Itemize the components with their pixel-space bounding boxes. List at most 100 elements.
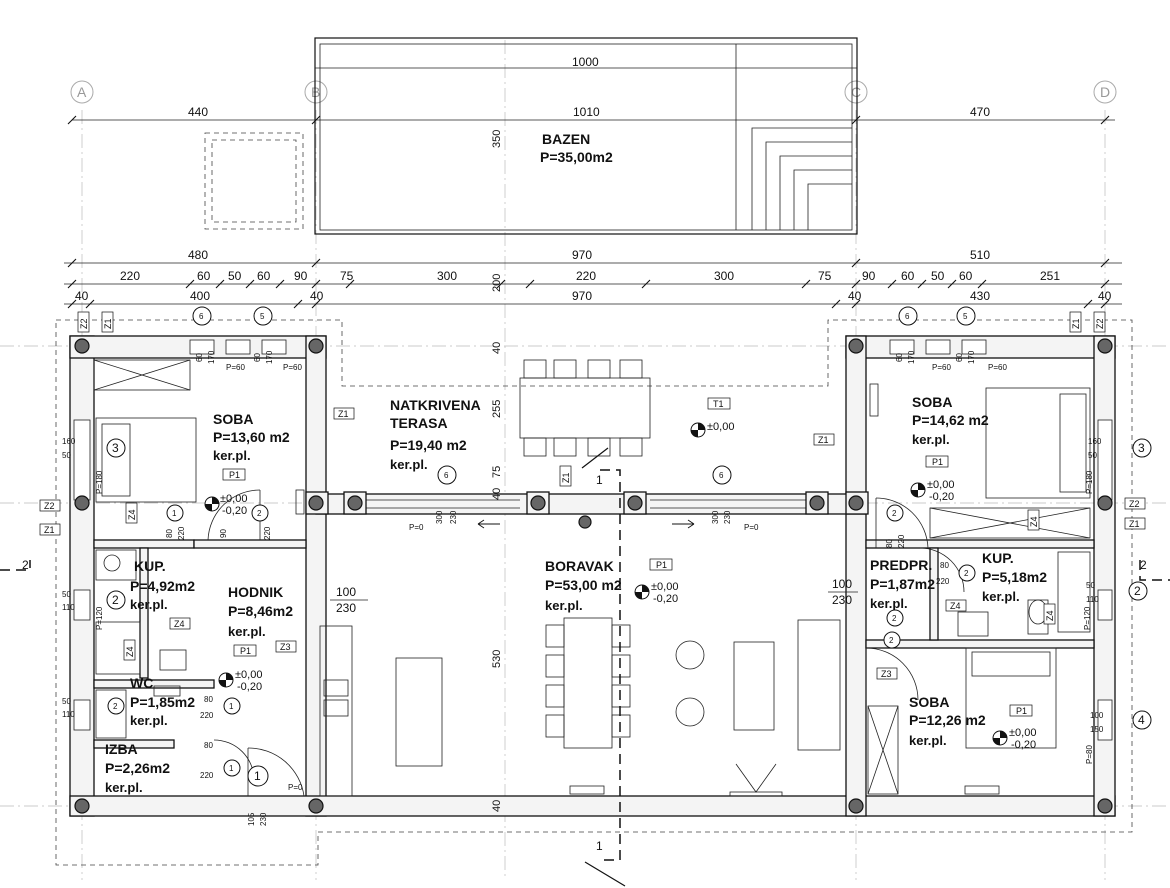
level-marker-soba-bottom: ±0,00 -0,20 <box>992 727 1036 751</box>
room-area-soba-right: P=14,62 m2 <box>912 412 989 428</box>
dimension-row-4: 40 400 40 970 40 430 40 <box>64 289 1122 305</box>
level-marker-soba-left: ±0,00 -0,20 <box>204 493 247 517</box>
level-sub-1: -0,20 <box>222 505 247 517</box>
room-name-soba-left: SOBA <box>213 411 253 427</box>
window-marks: 6 5 6 5 6 6 <box>192 306 976 485</box>
outdoor-dashed-inner <box>211 139 297 223</box>
dim-r3-0: 220 <box>120 269 140 283</box>
dim-r3-2: 50 <box>228 269 242 283</box>
dim-r3-5: 75 <box>340 269 354 283</box>
room-area-boravak: P=53,00 m2 <box>545 577 622 593</box>
sill-label-3: P=60 <box>932 363 951 372</box>
structural-grid <box>0 40 1170 880</box>
axis-d-label: D <box>1100 84 1110 100</box>
room-floor-soba-right: ker.pl. <box>912 432 950 447</box>
dim-r3-6: 300 <box>437 269 457 283</box>
dim-230a: 230 <box>336 601 356 615</box>
window-mark-w5b: 5 <box>260 312 265 321</box>
dim-160-right: 160 <box>1088 437 1102 446</box>
dim-v-60d: 60 <box>955 353 964 362</box>
tag-z3-b: Z3 <box>881 669 892 679</box>
door-arrows <box>477 519 695 529</box>
tag-z4-f: Z4 <box>1045 610 1055 621</box>
dim-v-255: 255 <box>491 400 503 418</box>
room-boravak: BORAVAK P=53,00 m2 ker.pl. P1 <box>545 558 673 613</box>
row-marker-2: 2 <box>1134 584 1141 598</box>
sill-label-8: P=0 <box>744 523 759 532</box>
dim-r3-13: 50 <box>931 269 945 283</box>
section-lines: 1 1 2 2 <box>0 447 1170 887</box>
dim-80-predpr: 80 <box>940 561 949 570</box>
room-wc: WC P=1,85m2 ker.pl. <box>130 675 195 728</box>
floor-badge-hodnik: P1 <box>240 646 251 656</box>
element-tags: Z1 Z2 Z1 Z4 Z4 Z3 Z4 Z3 Z1 Z2 Z1 Z4 Z4 Z… <box>39 311 1146 680</box>
level-markers: ±0,00 -0,20 ±0,00 -0,20 ±0,00 -0,20 ±0,0… <box>204 421 1036 751</box>
room-predpr: PREDPR. P=1,87m2 ker.pl. <box>870 557 935 611</box>
dim-r4-2: 40 <box>310 289 324 303</box>
dim-970: 970 <box>572 248 592 262</box>
dim-v-90: 90 <box>219 529 228 538</box>
outdoor-dashed-square <box>204 132 304 230</box>
window-mark-w5a: 6 <box>199 312 204 321</box>
room-area-hodnik: P=8,46m2 <box>228 603 293 619</box>
dim-r3-15: 251 <box>1040 269 1060 283</box>
axis-bubbles: A B C D <box>70 80 1117 104</box>
level-sub-2: -0,20 <box>237 681 262 693</box>
tag-z4-e: Z4 <box>950 601 961 611</box>
sill-label-1: P=60 <box>226 363 245 372</box>
dim-v-60a: 60 <box>195 353 204 362</box>
level-main-5: ±0,00 <box>1009 727 1036 739</box>
room-floor-kup-left: ker.pl. <box>130 597 168 612</box>
dim-r4-4: 40 <box>848 289 862 303</box>
row-marker-3-left: 3 <box>112 441 119 455</box>
room-area-soba-left: P=13,60 m2 <box>213 429 290 445</box>
level-sub-4: -0,20 <box>929 491 954 503</box>
dim-v-80-predpr2: 80 <box>885 539 894 548</box>
dim-80-wc: 80 <box>204 695 213 704</box>
windows <box>73 339 1113 741</box>
tag-z4-d: Z4 <box>1029 516 1039 527</box>
misc-dimensions: 40 255 75 40 530 40 60 170 60 170 60 170… <box>62 342 1104 826</box>
row-marker-2-left: 2 <box>112 593 119 607</box>
dim-80-izba: 80 <box>204 741 213 750</box>
sill-label-12: P=80 <box>1085 745 1094 764</box>
sill-label-9: P=0 <box>288 783 303 792</box>
level-sub-5: -0,20 <box>1011 739 1036 751</box>
floor-badge-boravak: P1 <box>656 560 667 570</box>
room-name-boravak: BORAVAK <box>545 558 614 574</box>
dim-110-wc-left: 110 <box>62 710 75 719</box>
dim-v-300b: 300 <box>711 510 720 524</box>
dim-v-170b: 170 <box>265 350 274 364</box>
dimension-row-3: 220 60 50 60 90 75 300 200 220 300 75 90… <box>64 269 1122 292</box>
door-mark-d8: 2 <box>964 569 969 578</box>
dim-r4-1: 400 <box>190 289 210 303</box>
dim-v-230-bottom: 230 <box>259 812 268 826</box>
section-mark-1-top: 1 <box>596 473 603 487</box>
dim-50-right: 50 <box>1088 451 1097 460</box>
tag-z4-b: Z4 <box>174 619 185 629</box>
dim-150-right: 150 <box>1090 725 1104 734</box>
level-main-3: ±0,00 <box>651 581 678 593</box>
level-main-2: ±0,00 <box>235 669 262 681</box>
room-soba-bottom: SOBA P=12,26 m2 ker.pl. P1 <box>909 694 1033 748</box>
room-name-terasa: NATKRIVENA <box>390 397 481 413</box>
room-izba: IZBA P=2,26m2 ker.pl. <box>105 741 170 795</box>
axis-c-label: C <box>851 84 861 100</box>
row-marker-4: 4 <box>1138 713 1145 727</box>
tag-z4-a: Z4 <box>127 509 137 520</box>
door-mark-d5: 2 <box>113 702 118 711</box>
tag-z1-d: Z1 <box>1129 519 1140 529</box>
dim-r4-6: 40 <box>1098 289 1112 303</box>
room-name-kup-left: KUP. <box>134 558 166 574</box>
level-main-4: ±0,00 <box>927 479 954 491</box>
dim-r3-8: 220 <box>576 269 596 283</box>
room-name-wc: WC <box>130 675 153 691</box>
dim-100-right: 100 <box>1090 711 1104 720</box>
room-name-hodnik: HODNIK <box>228 584 283 600</box>
dim-v-230b: 230 <box>723 510 732 524</box>
dim-50-left: 50 <box>62 451 71 460</box>
door-mark-d3: 2 <box>892 509 897 518</box>
dim-50-right-kup: 50 <box>1086 581 1095 590</box>
dim-v-220-predpr2: 220 <box>897 534 906 548</box>
